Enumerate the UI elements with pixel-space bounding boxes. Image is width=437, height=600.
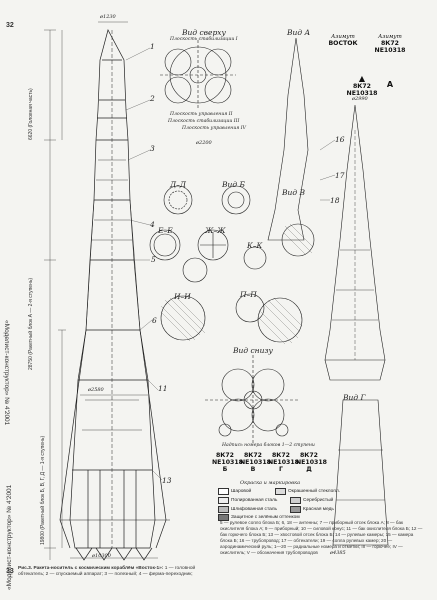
legend-item-6: Красная медь xyxy=(290,506,334,513)
swatch-1 xyxy=(218,488,229,495)
vertical-dimension-1: 6620 (Головная часть) xyxy=(28,88,34,140)
caption-title: Рис.3. Ракета-носитель с космическим кор… xyxy=(18,566,164,571)
part-number-16: 16 xyxy=(335,135,345,144)
bottom-view xyxy=(205,355,300,445)
view-label-bottom: Вид снизу xyxy=(233,346,273,355)
view-label-v: Вид В xyxy=(282,188,305,197)
plane-label-4: Плоскость управления IV xyxy=(182,126,246,131)
marking-block-g: 8К72 NE10318 Г xyxy=(268,452,299,474)
marking-azimuth-east: Азимут ВОСТОК xyxy=(328,34,358,48)
part-number-18: 18 xyxy=(330,196,340,205)
legend-item-5: Шлифованная сталь xyxy=(218,506,277,513)
marking-block-a: ▲ 8К72 NE10318 xyxy=(346,74,378,98)
part-number-11: 11 xyxy=(158,384,168,393)
swatch-2 xyxy=(275,488,286,495)
vertical-dimension-2: 28750 (Ракетный блок А — 2-я ступень) xyxy=(28,277,34,370)
vertical-dimension-3: 19800 (Ракетный блок Б, В, Г, Д — 1-я ст… xyxy=(40,435,46,545)
dimension-4: ø2990 xyxy=(352,96,368,102)
marking-block-v: 8К72 NE10318 В xyxy=(240,452,271,474)
part-number-3: 3 xyxy=(150,144,155,153)
dimension-1: ø1230 xyxy=(100,14,116,20)
swatch-6 xyxy=(290,506,301,513)
swatch-7 xyxy=(218,514,229,521)
swatch-5 xyxy=(218,506,229,513)
right-side-views xyxy=(267,37,389,546)
part-number-5: 5 xyxy=(151,255,156,264)
caption-text: 1 — головной обтекатель; 2 — спускаемый … xyxy=(18,566,196,577)
block-number-label: Надпись номера блоков 1—2 ступени xyxy=(222,443,315,448)
part-number-2: 2 xyxy=(150,94,155,103)
section-label-kk: К–К xyxy=(247,241,263,250)
section-label-pp: П–П xyxy=(240,290,257,299)
section-label-dd: Д–Д xyxy=(170,180,186,189)
legend-item-7: Защитное с зелёным оттенком xyxy=(218,514,300,521)
figure-caption: Рис.3. Ракета-носитель с космическим кор… xyxy=(18,566,218,578)
view-label-g: Вид Г xyxy=(343,393,366,402)
section-label-zhzh: Ж–Ж xyxy=(205,226,226,235)
legend-item-3: Полированная сталь xyxy=(218,497,277,504)
section-label-ee: Е–Е xyxy=(158,226,173,235)
page-number-right: 33 xyxy=(6,568,14,575)
legend-item-4: Серебристый xyxy=(290,497,333,504)
dimension-6: ø4385 xyxy=(330,550,346,556)
figure-notes: 5 — рулевое сопло блока Б; 6, 18 — антен… xyxy=(220,520,423,555)
part-number-17: 17 xyxy=(335,171,345,180)
part-number-6: 6 xyxy=(152,316,157,325)
hatch-fills xyxy=(160,223,314,345)
part-number-13: 13 xyxy=(162,476,172,485)
dimension-5: ø2200 xyxy=(196,140,212,146)
leader-lines xyxy=(125,47,336,481)
view-label-a: Вид А xyxy=(287,28,311,37)
swatch-3 xyxy=(218,497,229,504)
plane-label-2: Плоскость управления II xyxy=(170,112,233,117)
marking-letter-a: А xyxy=(386,80,394,89)
dimension-3: ø10300 xyxy=(92,553,111,559)
view-label-b: Вид Б xyxy=(222,180,245,189)
view-label-top: Вид сверху xyxy=(182,28,226,37)
top-view xyxy=(160,40,236,110)
plane-label-1: Плоскость стабилизации I xyxy=(170,37,238,42)
main-rocket-side-view xyxy=(59,29,170,561)
section-label-ii: И–И xyxy=(174,292,191,301)
section-views xyxy=(149,185,315,343)
marking-azimuth-code: Азимут 8К72 NE10318 xyxy=(374,34,406,55)
marking-block-b: 8К72 NE10318 Б xyxy=(212,452,243,474)
swatch-4 xyxy=(290,497,301,504)
dimension-2: ø2580 xyxy=(88,387,104,393)
dimension-lines xyxy=(44,21,158,560)
marking-block-d: 8К72 NE10318 Д xyxy=(296,452,327,474)
part-number-4: 4 xyxy=(150,220,155,229)
page-number-left: 32 xyxy=(6,22,14,29)
part-number-1: 1 xyxy=(150,42,155,51)
legend-title: Окраска и маркировка xyxy=(240,480,301,486)
legend-item-2: Окрашенный стеклопл. xyxy=(275,488,340,495)
plane-label-3: Плоскость стабилизации III xyxy=(168,119,240,124)
legend-item-1: Шаровой xyxy=(218,488,251,495)
